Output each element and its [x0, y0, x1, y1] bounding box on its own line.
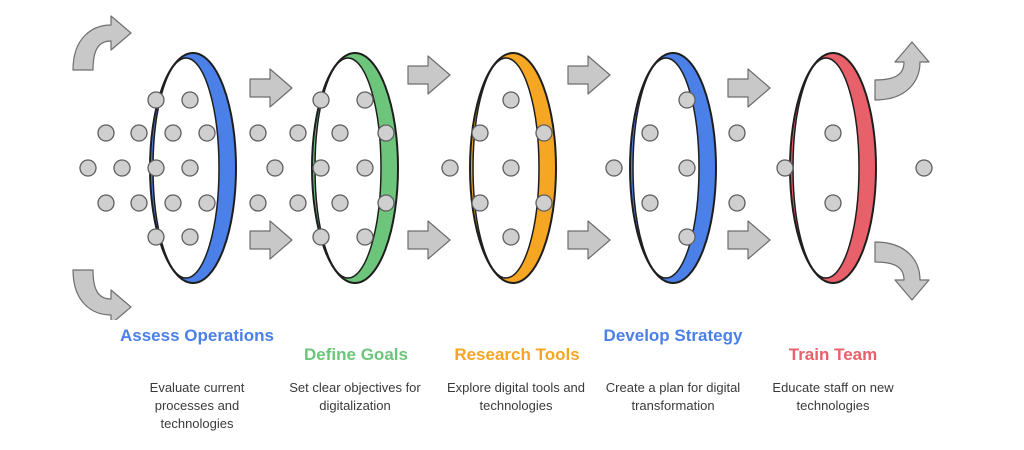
gray-circle-icon — [164, 124, 182, 142]
gray-circle-icon — [824, 124, 842, 142]
gray-circle-icon — [502, 91, 520, 109]
stage-title-research-tools: Research Tools — [454, 345, 580, 364]
stage-desc-define-goals: Set clear objectives for digitalization — [289, 380, 421, 413]
gray-circle-icon — [249, 124, 267, 142]
gray-circle-icon — [147, 91, 165, 109]
gray-circle-icon — [471, 194, 489, 212]
gray-circle-icon — [824, 194, 842, 212]
curved-arrow-icon — [72, 269, 132, 320]
gray-circle-icon — [331, 124, 349, 142]
stage-title-develop-strategy: Develop Strategy — [603, 326, 743, 345]
gray-circle-icon — [181, 159, 199, 177]
gray-circle-icon — [441, 159, 459, 177]
right-arrow-icon — [727, 220, 771, 260]
right-arrow-icon — [249, 220, 293, 260]
gray-circle-icon — [641, 194, 659, 212]
gray-circle-icon — [181, 228, 199, 246]
gray-circle-icon — [356, 159, 374, 177]
gray-circle-icon — [471, 124, 489, 142]
gray-circle-icon — [605, 159, 623, 177]
ring-edge — [311, 52, 399, 284]
gray-circle-icon — [641, 124, 659, 142]
curved-arrow-icon — [72, 15, 132, 71]
gray-circle-icon — [147, 228, 165, 246]
ring-hole — [792, 57, 860, 279]
gray-circle-icon — [130, 194, 148, 212]
right-arrow-icon — [567, 220, 611, 260]
gray-circle-icon — [198, 194, 216, 212]
gray-circle-icon — [776, 159, 794, 177]
gray-circle-icon — [535, 124, 553, 142]
gray-circle-icon — [678, 159, 696, 177]
gray-circle-icon — [266, 159, 284, 177]
stage-title-assess-operations: Assess Operations — [119, 326, 274, 345]
gray-circle-icon — [79, 159, 97, 177]
gray-circle-icon — [97, 194, 115, 212]
stage-title-train-team: Train Team — [788, 345, 878, 364]
funnel-process-diagram — [72, 15, 933, 320]
right-arrow-icon — [407, 55, 451, 95]
gray-circle-icon — [249, 194, 267, 212]
gray-circle-icon — [728, 124, 746, 142]
gray-circle-icon — [915, 159, 933, 177]
gray-circle-icon — [331, 194, 349, 212]
stage-desc-develop-strategy: Create a plan for digital transformation — [605, 380, 741, 413]
gray-circle-icon — [181, 91, 199, 109]
right-arrow-icon — [249, 68, 293, 108]
gray-circle-icon — [356, 228, 374, 246]
right-arrow-icon — [567, 55, 611, 95]
ring-train-team — [789, 52, 877, 284]
gray-circle-icon — [312, 228, 330, 246]
gray-circle-icon — [678, 91, 696, 109]
stage-desc-research-tools: Explore digital tools and technologies — [446, 380, 586, 413]
ring-develop-strategy — [629, 52, 717, 284]
gray-circle-icon — [312, 91, 330, 109]
gray-circle-icon — [502, 228, 520, 246]
gray-circle-icon — [164, 194, 182, 212]
ring-edge — [469, 52, 557, 284]
stage-desc-assess-operations: Evaluate current processes and technolog… — [149, 380, 245, 431]
gray-circle-icon — [289, 194, 307, 212]
gray-circle-icon — [130, 124, 148, 142]
ring-define-goals — [311, 52, 399, 284]
right-arrow-icon — [407, 220, 451, 260]
gray-circle-icon — [377, 194, 395, 212]
gray-circle-icon — [147, 159, 165, 177]
curved-arrow-icon — [874, 41, 930, 101]
gray-circle-icon — [198, 124, 216, 142]
gray-circle-icon — [678, 228, 696, 246]
gray-circle-icon — [377, 124, 395, 142]
stage-desc-train-team: Educate staff on new technologies — [772, 380, 894, 413]
gray-circle-icon — [97, 124, 115, 142]
gray-circle-icon — [113, 159, 131, 177]
ring-hole — [632, 57, 700, 279]
gray-circle-icon — [502, 159, 520, 177]
gray-circle-icon — [356, 91, 374, 109]
gray-circle-icon — [312, 159, 330, 177]
gray-circle-icon — [728, 194, 746, 212]
gray-circle-icon — [289, 124, 307, 142]
gray-circle-icon — [535, 194, 553, 212]
ring-edge — [629, 52, 717, 284]
curved-arrow-icon — [874, 241, 930, 301]
stage-title-define-goals: Define Goals — [304, 345, 408, 364]
right-arrow-icon — [727, 68, 771, 108]
